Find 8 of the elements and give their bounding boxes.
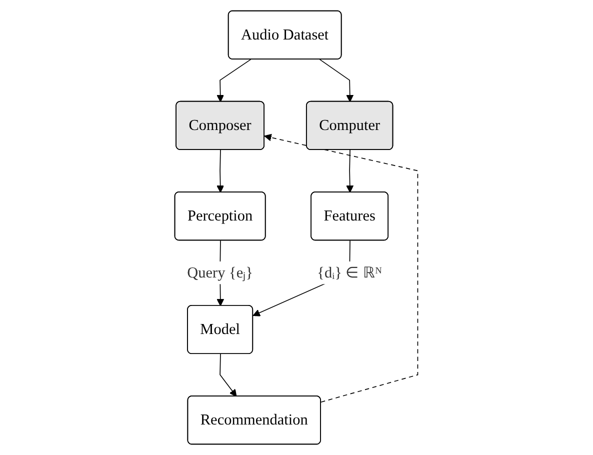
arrow — [346, 150, 354, 193]
edge-label: {dᵢ} ∈ ℝᴺ — [317, 264, 382, 281]
arrow — [216, 59, 252, 102]
edge-label: Query {eⱼ} — [187, 264, 254, 281]
arrow — [220, 354, 237, 397]
arrow — [216, 150, 224, 193]
arrow — [264, 134, 418, 403]
arrow — [320, 59, 354, 102]
